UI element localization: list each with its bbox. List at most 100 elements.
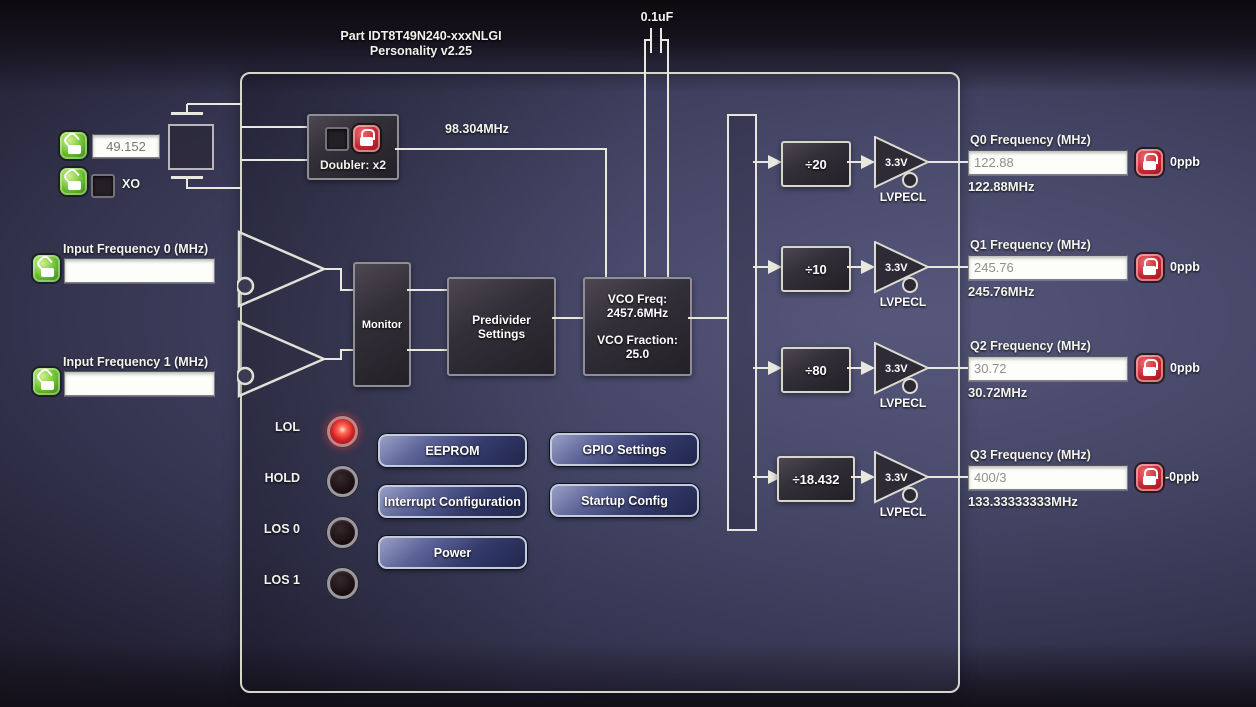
interrupt-configuration-button[interactable]: Interrupt Configuration — [378, 485, 527, 518]
lock-body — [1143, 161, 1156, 170]
wire — [187, 187, 242, 189]
q3-buffer-type-label: LVPECL — [879, 505, 927, 519]
q1-frequency-label: Q1 Frequency (MHz) — [970, 238, 1091, 252]
q1-ppb-value: 0ppb — [1170, 260, 1200, 274]
wire — [753, 161, 769, 163]
input1-lock-icon[interactable] — [33, 366, 60, 395]
crystal-plate — [171, 176, 203, 179]
wire — [644, 40, 646, 277]
gpio-settings-button[interactable]: GPIO Settings — [550, 433, 699, 466]
wire — [187, 103, 242, 105]
los1-led-indicator — [327, 568, 358, 599]
q2-divider-block[interactable]: ÷80 — [781, 347, 851, 393]
q3-lock-icon[interactable] — [1136, 464, 1163, 491]
input0-lock-icon[interactable] — [33, 253, 60, 282]
xo-label: XO — [122, 177, 141, 191]
doubler-label: Doubler: x2 — [319, 158, 386, 172]
q2-frequency-input[interactable] — [968, 356, 1128, 381]
svg-text:3.3V: 3.3V — [885, 262, 908, 274]
arrowhead — [768, 260, 782, 274]
vco-freq-value: 2457.6MHz — [606, 306, 669, 320]
wire — [928, 161, 968, 163]
crystal-symbol — [168, 124, 214, 170]
input0-buffer-icon — [237, 230, 327, 308]
xtal-freq-lock-icon[interactable] — [60, 130, 87, 159]
svg-text:3.3V: 3.3V — [885, 472, 908, 484]
q0-divider-block[interactable]: ÷20 — [781, 141, 851, 187]
lock-shackle — [1144, 359, 1158, 370]
page-title: Part IDT8T49N240-xxxNLGI Personality v2.… — [315, 29, 527, 59]
power-button[interactable]: Power — [378, 536, 527, 569]
q0-divider-value: ÷20 — [805, 156, 827, 172]
wire — [753, 367, 769, 369]
wire — [322, 268, 342, 270]
arrowhead — [861, 470, 875, 484]
wire — [407, 289, 447, 291]
wire — [407, 349, 447, 351]
wire — [395, 148, 607, 150]
q3-actual-frequency: 133.33333333MHz — [968, 494, 1078, 509]
q2-lock-icon[interactable] — [1136, 355, 1163, 382]
xtal-frequency-input[interactable] — [92, 134, 160, 158]
q2-output-buffer[interactable]: 3.3V — [874, 342, 930, 396]
doubler-output-freq-label: 98.304MHz — [445, 122, 509, 136]
vco-block[interactable]: VCO Freq: 2457.6MHz VCO Fraction: 25.0 — [583, 277, 692, 376]
q3-output-buffer[interactable]: 3.3V — [874, 451, 930, 505]
doubler-block[interactable]: Doubler: x2 — [307, 114, 399, 180]
q3-frequency-label: Q3 Frequency (MHz) — [970, 448, 1091, 462]
q0-lock-icon[interactable] — [1136, 149, 1163, 176]
q1-divider-value: ÷10 — [805, 261, 827, 277]
arrowhead — [768, 155, 782, 169]
q0-frequency-input[interactable] — [968, 150, 1128, 175]
q1-output-buffer[interactable]: 3.3V — [874, 241, 930, 295]
q3-frequency-input[interactable] — [968, 465, 1128, 490]
q3-ppb-value: -0ppb — [1165, 470, 1200, 484]
wire — [928, 476, 968, 478]
lock-body — [68, 145, 81, 154]
lock-shackle — [1144, 153, 1158, 164]
wire — [186, 104, 188, 113]
lock-body — [68, 181, 81, 190]
q0-actual-frequency: 122.88MHz — [968, 179, 1035, 194]
q1-lock-icon[interactable] — [1136, 254, 1163, 281]
predivider-label-line1: Predivider — [472, 312, 531, 327]
q0-frequency-label: Q0 Frequency (MHz) — [970, 133, 1091, 147]
doubler-lock-icon[interactable] — [353, 125, 380, 152]
xo-lock-icon[interactable] — [60, 166, 87, 195]
wire — [340, 268, 342, 291]
wire — [847, 161, 862, 163]
los0-label: LOS 0 — [263, 522, 300, 536]
hold-led-indicator — [327, 466, 358, 497]
monitor-block[interactable]: Monitor — [353, 262, 411, 387]
q2-ppb-value: 0ppb — [1170, 361, 1200, 375]
predivider-label-line2: Settings — [477, 326, 526, 341]
q3-divider-block[interactable]: ÷18.432 — [777, 456, 855, 502]
crystal-plate — [171, 112, 203, 115]
wire — [851, 476, 862, 478]
q1-buffer-type-label: LVPECL — [879, 295, 927, 309]
input0-label: Input Frequency 0 (MHz) — [63, 242, 209, 256]
q0-output-buffer[interactable]: 3.3V — [874, 136, 930, 190]
input0-frequency-input[interactable] — [64, 258, 215, 283]
arrowhead — [768, 361, 782, 375]
doubler-checkbox[interactable] — [325, 127, 349, 151]
lock-shackle — [361, 129, 375, 140]
q1-divider-block[interactable]: ÷10 — [781, 246, 851, 292]
vco-fraction-label: VCO Fraction: — [597, 333, 678, 347]
q0-ppb-value: 0ppb — [1170, 155, 1200, 169]
eeprom-button[interactable]: EEPROM — [378, 434, 527, 467]
q1-frequency-input[interactable] — [968, 255, 1128, 280]
wire — [186, 179, 188, 189]
q3-divider-value: ÷18.432 — [792, 471, 840, 487]
startup-config-button[interactable]: Startup Config — [550, 484, 699, 517]
lock-body — [360, 137, 373, 146]
personality-version-label: Personality v2.25 — [369, 44, 473, 58]
input1-frequency-input[interactable] — [64, 371, 215, 396]
predivider-settings-block[interactable]: Predivider Settings — [447, 277, 556, 376]
q0-buffer-type-label: LVPECL — [879, 190, 927, 204]
wire — [340, 349, 353, 351]
los0-led-indicator — [327, 517, 358, 548]
wire — [753, 476, 769, 478]
lock-shackle — [1144, 468, 1158, 479]
xo-checkbox[interactable] — [91, 174, 115, 198]
